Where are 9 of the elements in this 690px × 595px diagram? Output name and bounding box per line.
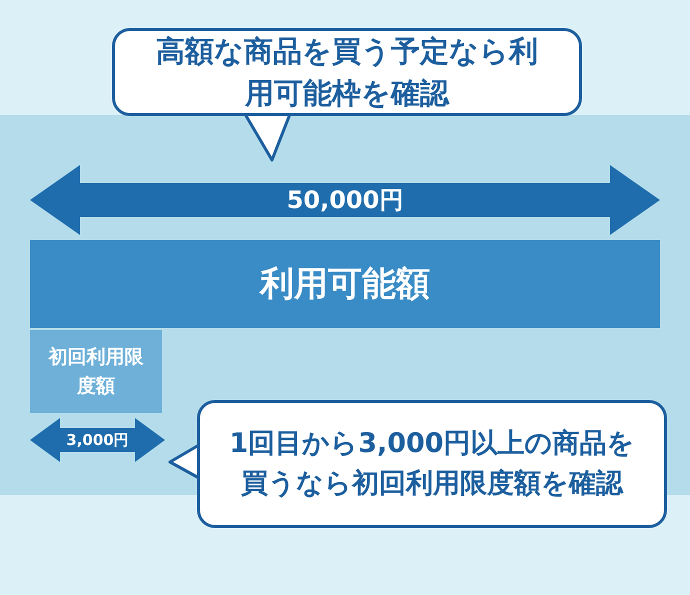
label-text: 高額な商品を買う予定なら利用可能枠を確認 (155, 32, 539, 112)
limit-bar (30, 330, 162, 413)
label-text: 利用可能額 (260, 263, 430, 306)
speech-bubble (197, 400, 667, 528)
dimension-label: 50,000円 (286, 185, 404, 216)
dimension-label: 3,000円 (65, 430, 130, 451)
label-text: 初回利用限度額 (47, 345, 144, 398)
limit-bar (30, 240, 660, 328)
label-text: 1回目から3,000円以上の商品を買うなら初回利用限度額を確認 (228, 426, 636, 501)
